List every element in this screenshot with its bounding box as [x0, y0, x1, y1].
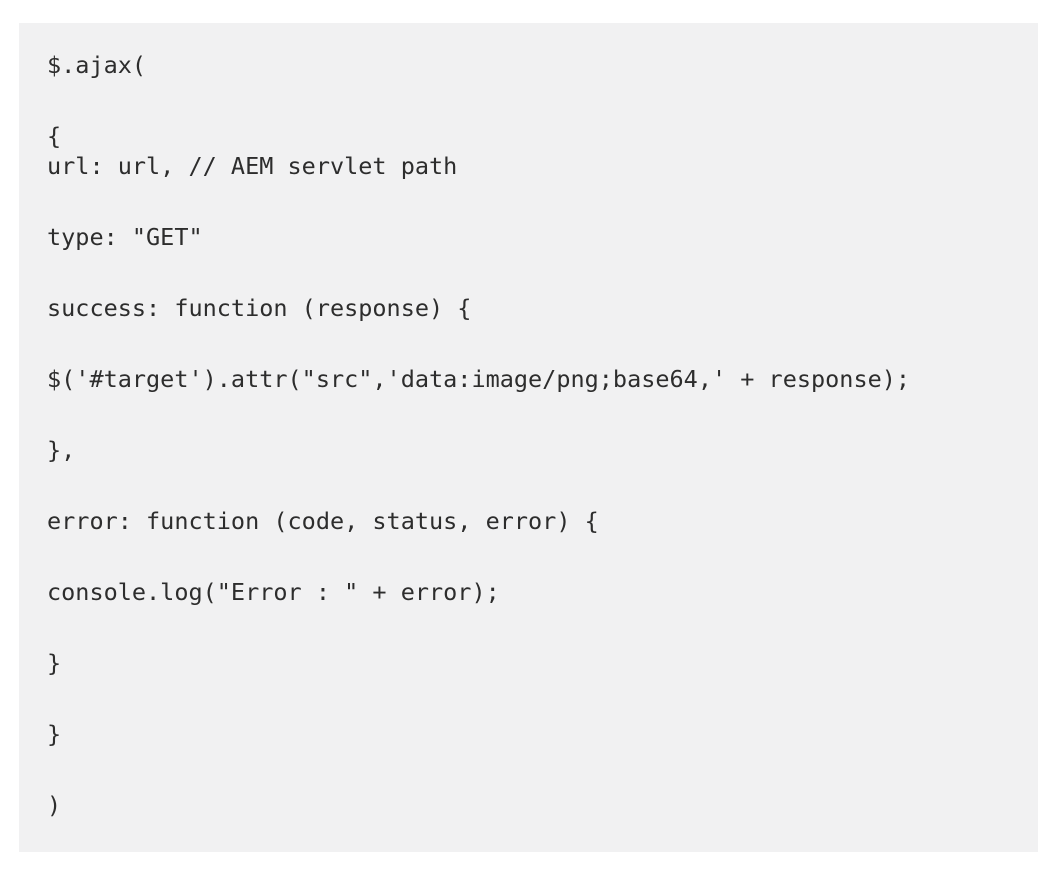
code-line: { url: url, // AEM servlet path — [47, 122, 458, 180]
code-line: ) — [47, 791, 62, 819]
code-line: $('#target').attr("src",'data:image/png;… — [47, 365, 911, 393]
code-line: } — [47, 720, 62, 748]
code-line: }, — [47, 436, 76, 464]
code-block: $.ajax( { url: url, // AEM servlet path … — [19, 23, 1038, 852]
code-line: console.log("Error : " + error); — [47, 578, 500, 606]
code-line: } — [47, 649, 62, 677]
code-line: type: "GET" — [47, 223, 203, 251]
code-line: success: function (response) { — [47, 294, 472, 322]
code-line: error: function (code, status, error) { — [47, 507, 599, 535]
code-line: $.ajax( — [47, 51, 147, 79]
